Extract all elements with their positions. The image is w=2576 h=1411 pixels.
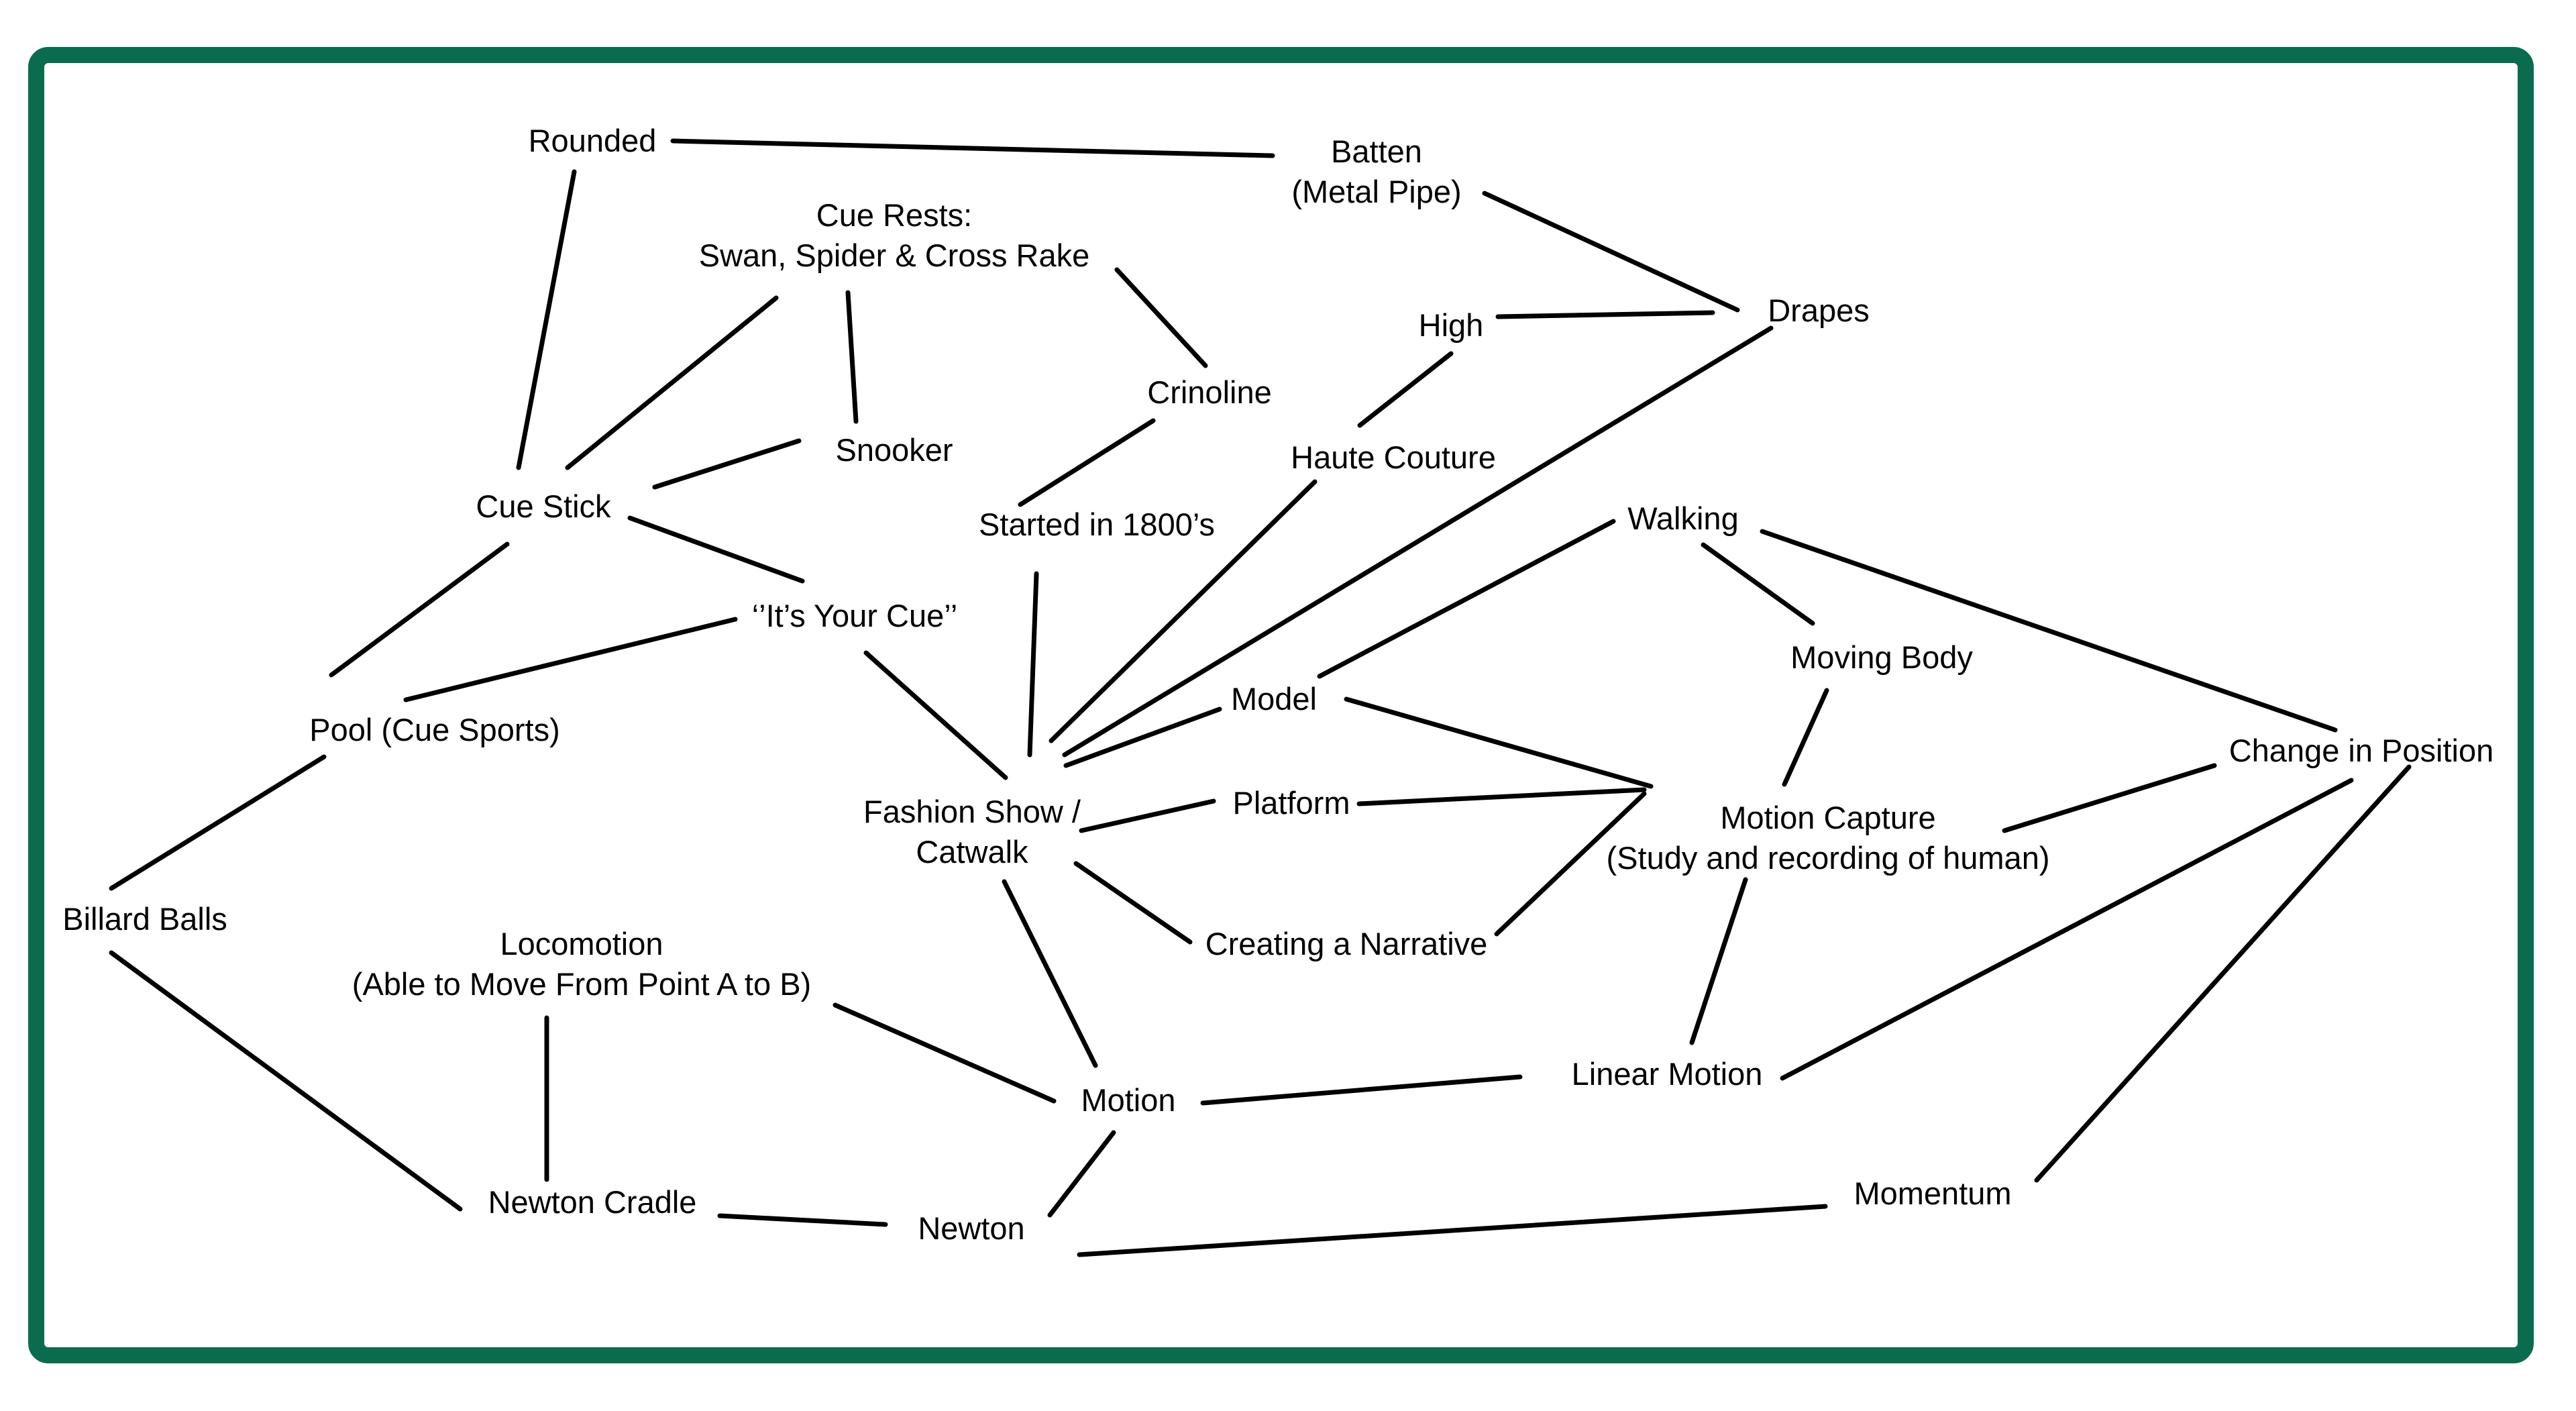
node-started-in-1800s: Started in 1800’s bbox=[979, 507, 1215, 542]
edge-its-your-cue-to-pool bbox=[403, 617, 738, 702]
edge-started-1800s-to-fashion-show bbox=[1027, 571, 1039, 757]
edge-rounded-to-cue-stick bbox=[516, 169, 577, 470]
node-billard-balls: Billard Balls bbox=[62, 901, 227, 937]
node-creating-a-narrative: Creating a Narrative bbox=[1205, 926, 1488, 961]
node-cue-rests: Cue Rests: Swan, Spider & Cross Rake bbox=[698, 197, 1090, 273]
node-high: High bbox=[1418, 307, 1484, 343]
node-rounded: Rounded bbox=[528, 123, 657, 158]
edge-locomotion-to-motion bbox=[833, 1002, 1057, 1104]
edge-high-to-drapes bbox=[1495, 310, 1715, 319]
edge-snooker-to-cue-stick bbox=[652, 438, 802, 490]
node-batten: Batten (Metal Pipe) bbox=[1291, 134, 1462, 209]
node-cue-stick: Cue Stick bbox=[476, 488, 611, 524]
edge-cue-rests-to-cue-stick bbox=[565, 295, 779, 470]
edge-newton-to-momentum bbox=[1077, 1204, 1828, 1257]
node-its-your-cue: ‘’It’s Your Cue’’ bbox=[751, 598, 958, 633]
node-momentum: Momentum bbox=[1854, 1175, 2012, 1211]
node-walking: Walking bbox=[1627, 501, 1739, 536]
edge-fashion-show-to-motion bbox=[1002, 879, 1098, 1068]
edge-rounded-to-batten bbox=[670, 138, 1275, 158]
edge-cue-stick-to-its-your-cue bbox=[627, 515, 805, 584]
diagram-frame bbox=[28, 47, 2534, 1363]
edge-cue-stick-to-pool bbox=[329, 541, 510, 678]
edge-newton-cradle-to-newton bbox=[717, 1213, 888, 1227]
edge-crinoline-to-started-1800s bbox=[1018, 418, 1156, 507]
edge-model-to-fashion-show bbox=[1063, 707, 1222, 768]
node-moving-body: Moving Body bbox=[1790, 639, 1973, 675]
node-change-in-position: Change in Position bbox=[2229, 733, 2494, 768]
edge-its-your-cue-to-fashion-show bbox=[863, 650, 1008, 780]
edge-moving-body-to-motion-capture bbox=[1782, 688, 1829, 787]
node-drapes: Drapes bbox=[1768, 293, 1870, 328]
edge-batten-to-drapes bbox=[1482, 191, 1740, 313]
node-crinoline: Crinoline bbox=[1147, 374, 1272, 410]
edge-creating-narrative-to-motion-capture bbox=[1494, 791, 1647, 937]
node-newton: Newton bbox=[918, 1210, 1025, 1246]
node-motion-capture: Motion Capture (Study and recording of h… bbox=[1606, 800, 2050, 876]
node-linear-motion: Linear Motion bbox=[1571, 1056, 1763, 1092]
node-model: Model bbox=[1230, 681, 1318, 717]
node-platform: Platform bbox=[1232, 785, 1350, 821]
edge-fashion-show-to-platform bbox=[1079, 798, 1216, 833]
edge-haute-couture-to-fashion-show bbox=[1049, 479, 1318, 743]
node-pool-cue-sports: Pool (Cue Sports) bbox=[309, 712, 560, 747]
edge-cue-rests-to-crinoline bbox=[1114, 267, 1208, 368]
edge-motion-capture-to-linear-motion bbox=[1689, 877, 1748, 1045]
edge-fashion-show-to-creating-narrative bbox=[1073, 861, 1193, 945]
node-snooker: Snooker bbox=[835, 432, 953, 468]
edge-high-to-haute-couture bbox=[1357, 351, 1454, 428]
edge-model-to-motion-capture bbox=[1344, 696, 1654, 789]
edge-motion-to-newton bbox=[1047, 1130, 1116, 1218]
edge-platform-to-motion-capture bbox=[1356, 787, 1647, 806]
node-haute-couture: Haute Couture bbox=[1291, 439, 1496, 475]
edge-change-in-position-to-motion-capture bbox=[2002, 763, 2217, 833]
node-fashion-show-catwalk: Fashion Show / Catwalk bbox=[863, 794, 1081, 870]
edge-cue-rests-to-snooker bbox=[845, 290, 859, 424]
edge-linear-motion-to-motion bbox=[1200, 1074, 1523, 1106]
edge-pool-to-billard-balls bbox=[109, 754, 327, 891]
edge-walking-to-moving-body bbox=[1701, 542, 1815, 626]
node-locomotion: Locomotion (Able to Move From Point A to… bbox=[352, 926, 812, 1002]
edge-walking-to-change-in-position bbox=[1760, 529, 2338, 733]
edge-change-in-position-to-linear-motion bbox=[1780, 778, 2354, 1081]
node-motion: Motion bbox=[1081, 1082, 1176, 1118]
edge-change-in-position-to-momentum bbox=[2034, 764, 2412, 1183]
edge-drapes-to-fashion-show bbox=[1062, 325, 1774, 757]
edge-billard-balls-to-newton-cradle bbox=[109, 950, 463, 1212]
node-newton-cradle: Newton Cradle bbox=[488, 1184, 697, 1220]
edge-walking-to-model bbox=[1317, 519, 1616, 679]
